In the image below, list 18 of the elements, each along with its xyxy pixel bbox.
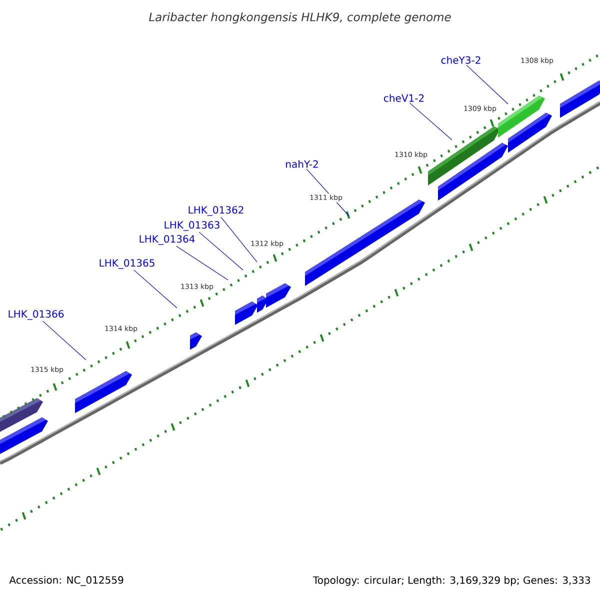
leader-line (42, 320, 86, 360)
gene-label: cheY3-2 (441, 56, 480, 64)
leader-line (466, 64, 508, 104)
accession-text: Accession: NC_012559 (9, 576, 124, 586)
title: Laribacter hongkongensis HLHK9, complete genome (149, 12, 451, 24)
leader-line (198, 232, 244, 270)
leader-line (220, 216, 258, 262)
leader-line (176, 246, 228, 280)
gene-label: LHK_01366 (8, 310, 64, 320)
leader-line (134, 270, 178, 308)
gene-label: cheV1-2 (384, 94, 424, 102)
gene-label: LHK_01362 (188, 206, 244, 216)
gene-label: LHK_01363 (164, 221, 220, 231)
gene-label: nahY-2 (286, 160, 318, 168)
gene-label: LHK_01364 (140, 235, 195, 245)
gene-label: LHK_01365 (100, 259, 154, 269)
genome-info-text: Topology: circular; Length: 3,169,329 bp; Genes: 3,333 (312, 576, 590, 586)
leader-line (410, 102, 452, 140)
